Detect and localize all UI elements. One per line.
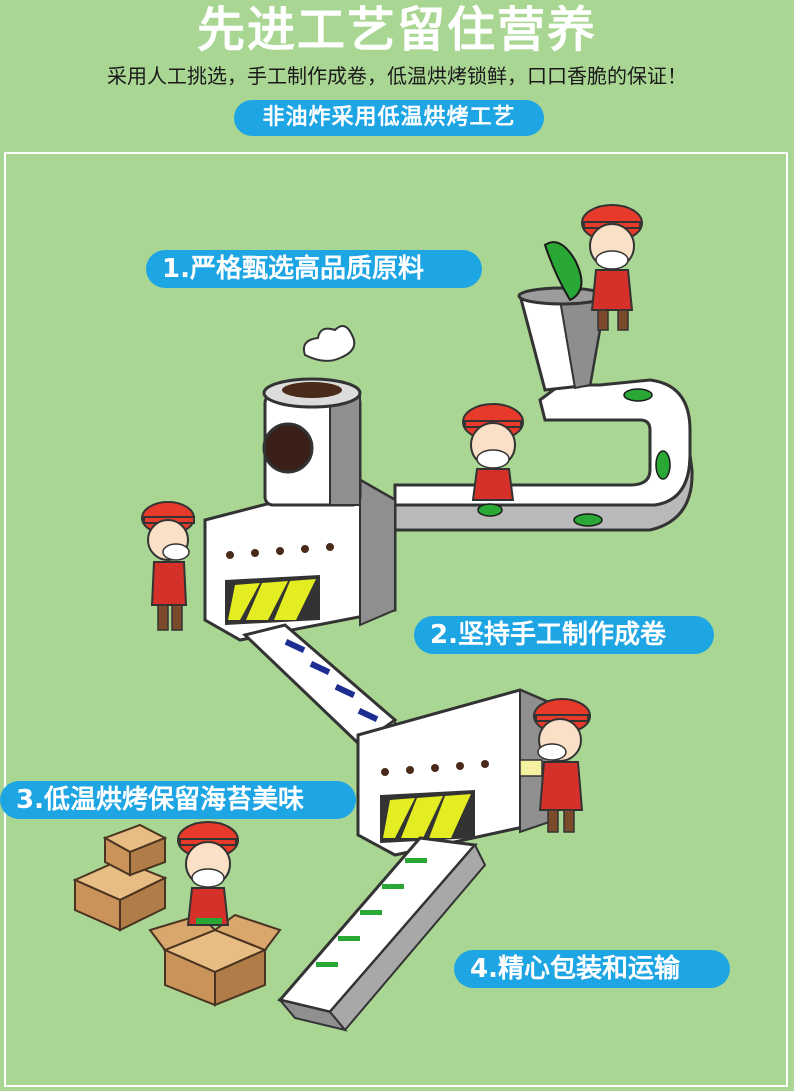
factory-machine-icon bbox=[203, 377, 397, 642]
lower-conveyor-icon bbox=[277, 836, 487, 1032]
steam-icon bbox=[302, 325, 356, 362]
step-1-label: 1.严格甄选高品质原料 bbox=[146, 250, 482, 288]
upper-conveyor-icon bbox=[393, 378, 694, 532]
cardboard-box-icon bbox=[72, 823, 282, 1007]
header: 先进工艺留住营养 采用人工挑选，手工制作成卷，低温烘烤锁鲜，口口香脆的保证！ 非… bbox=[0, 0, 794, 150]
step-3-label: 3.低温烘烤保留海苔美味 bbox=[0, 781, 356, 819]
page-title: 先进工艺留住营养 bbox=[196, 2, 597, 58]
process-badge: 非油炸采用低温烘烤工艺 bbox=[234, 100, 544, 136]
page-subtitle: 采用人工挑选，手工制作成卷，低温烘烤锁鲜，口口香脆的保证！ bbox=[107, 64, 687, 88]
seaweed-icon bbox=[477, 388, 671, 527]
worker-icon bbox=[141, 204, 643, 926]
step-2-label: 2.坚持手工制作成卷 bbox=[414, 616, 714, 654]
step-4-label: 4.精心包装和运输 bbox=[454, 950, 730, 988]
funnel-icon bbox=[517, 241, 607, 392]
